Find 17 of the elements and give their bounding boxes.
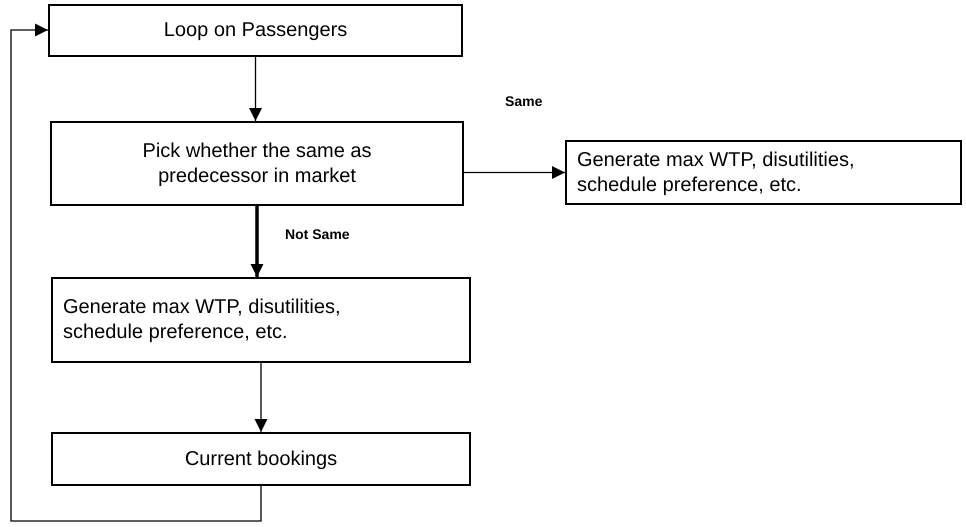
- process-box: [48, 4, 463, 57]
- box-text: Pick whether the same as predecessor in market: [142, 138, 372, 188]
- arrow: [249, 57, 262, 121]
- box-text: Generate max WTP, disutilities, schedule preference, etc.: [63, 295, 342, 345]
- edge-label: Same: [503, 93, 544, 109]
- box-text: Current bookings: [184, 446, 338, 472]
- process-box: [51, 432, 471, 486]
- arrow: [250, 206, 264, 277]
- box-text: Loop on Passengers: [164, 18, 348, 43]
- arrow: [464, 166, 565, 179]
- process-box: [51, 277, 471, 363]
- edge-label: Not Same: [283, 226, 352, 242]
- process-box: [50, 121, 464, 206]
- arrow: [10, 24, 262, 522]
- box-text: Generate max WTP, disutilities, schedule preference, etc.: [577, 148, 856, 198]
- arrow: [254, 363, 268, 432]
- process-box: [565, 140, 962, 205]
